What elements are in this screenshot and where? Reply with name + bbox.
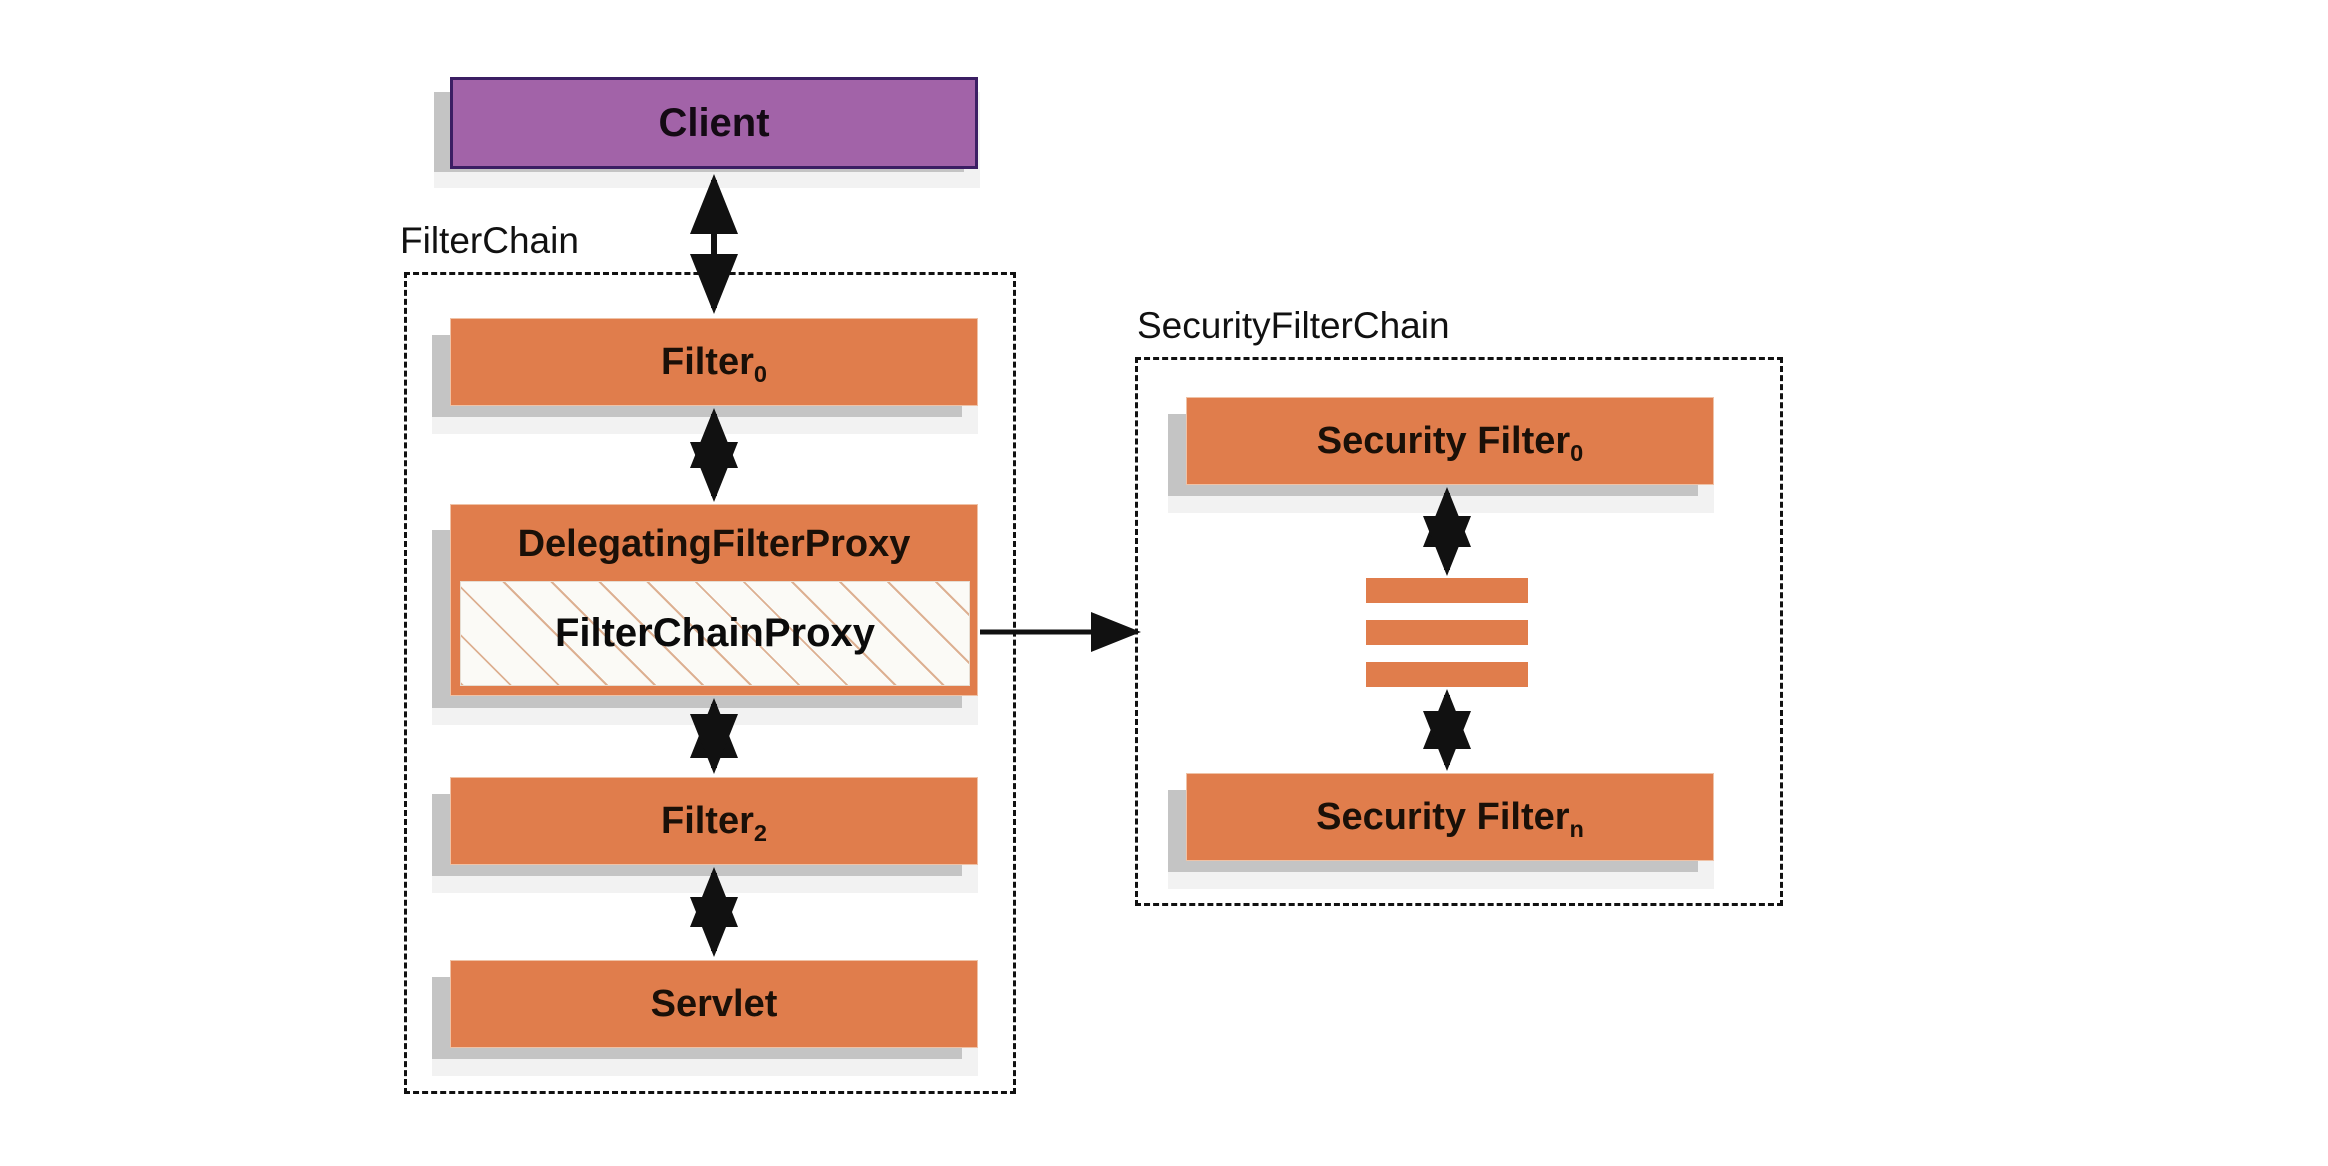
node-security-filter-n-subscript: n (1569, 815, 1584, 842)
node-servlet[interactable]: Servlet (450, 960, 978, 1048)
node-filter-2-label: Filter2 (660, 799, 767, 846)
node-delegating-filter-proxy-label: DelegatingFilterProxy (517, 522, 911, 565)
node-filter-0-label: Filter0 (660, 340, 767, 387)
group-label-security-filter-chain: SecurityFilterChain (1137, 305, 1450, 346)
node-filter-chain-proxy-label: FilterChainProxy (554, 611, 876, 655)
node-delegating-filter-proxy[interactable]: DelegatingFilterProxy FilterChainProxy (450, 504, 978, 696)
node-filter-2[interactable]: Filter2 (450, 777, 978, 865)
node-security-filter-0[interactable]: Security Filter0 (1186, 397, 1714, 485)
node-filter-2-subscript: 2 (753, 819, 767, 846)
node-security-filter-0-subscript: 0 (1570, 439, 1584, 466)
node-filter-0-subscript: 0 (753, 360, 767, 387)
node-client[interactable]: Client (450, 77, 978, 169)
ellipsis-bar-3 (1366, 662, 1528, 687)
node-servlet-label: Servlet (650, 982, 778, 1025)
node-security-filter-0-label: Security Filter0 (1316, 419, 1584, 466)
group-label-filter-chain: FilterChain (400, 220, 579, 261)
node-security-filter-n[interactable]: Security Filtern (1186, 773, 1714, 861)
node-filter-0[interactable]: Filter0 (450, 318, 978, 406)
ellipsis-bar-2 (1366, 620, 1528, 645)
node-client-label: Client (658, 100, 770, 145)
ellipsis-bar-1 (1366, 578, 1528, 603)
node-security-filter-n-label: Security Filtern (1316, 795, 1584, 842)
node-filter-chain-proxy[interactable]: FilterChainProxy (460, 581, 970, 686)
